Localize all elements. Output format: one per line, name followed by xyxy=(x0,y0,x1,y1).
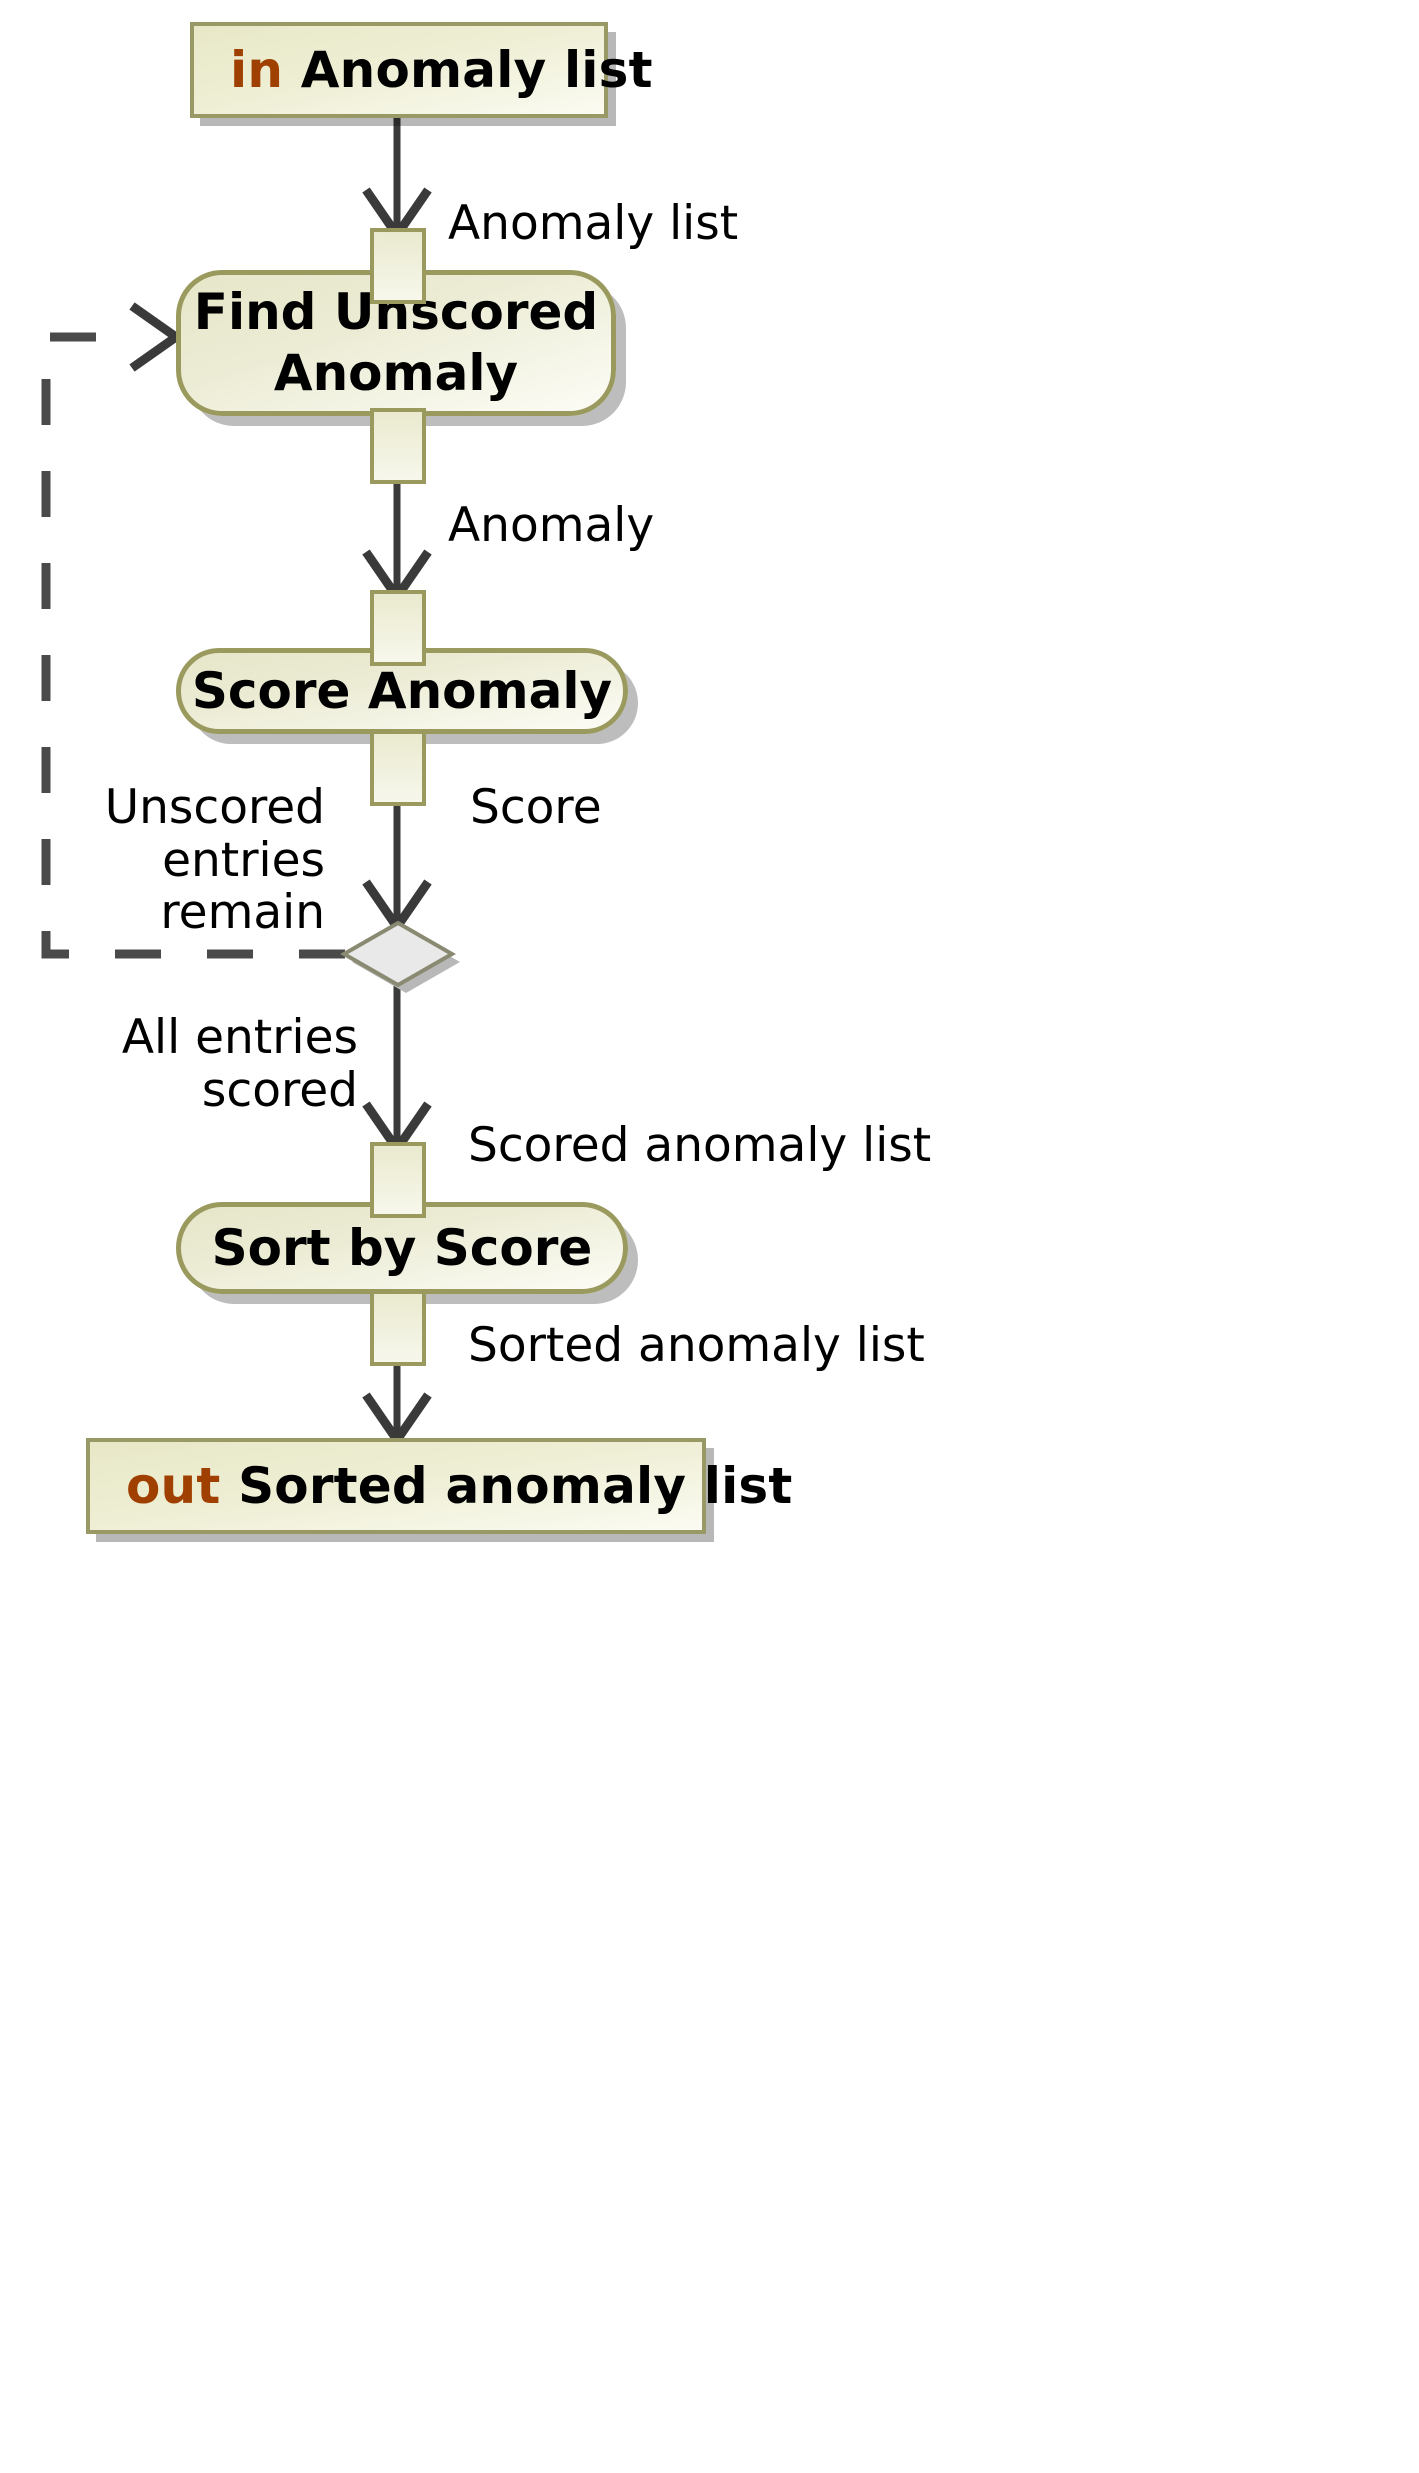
edge-label-sorted-anomaly-list: Sorted anomaly list xyxy=(468,1318,925,1373)
edge-label-scored-anomaly-list: Scored anomaly list xyxy=(468,1118,932,1173)
output-parameter-node[interactable]: out Sorted anomaly list xyxy=(86,1438,792,1534)
pin-find-unscored-in xyxy=(370,228,426,304)
pin-score-anomaly-in xyxy=(370,590,426,666)
output-keyword: out xyxy=(126,1457,221,1515)
edge-sorted-anomaly-list xyxy=(362,1360,432,1448)
edge-label-score: Score xyxy=(470,780,602,835)
edge-anomaly-list xyxy=(362,118,432,243)
edge-label-anomaly-list: Anomaly list xyxy=(448,196,739,251)
pin-sort-by-score-in xyxy=(370,1142,426,1218)
input-parameter-label: Anomaly list xyxy=(300,41,653,99)
decision-node[interactable] xyxy=(336,915,468,997)
activity-score-anomaly[interactable]: Score Anomaly xyxy=(176,648,628,734)
input-keyword: in xyxy=(230,41,284,99)
output-parameter-label: Sorted anomaly list xyxy=(238,1457,793,1515)
output-parameter-text: out Sorted anomaly list xyxy=(90,1457,793,1515)
input-parameter-node[interactable]: in Anomaly list xyxy=(190,22,653,118)
pin-score-anomaly-out xyxy=(370,730,426,806)
edge-label-all-entries-scored: All entries scored xyxy=(121,1010,358,1118)
activity-find-unscored-anomaly-label: Find Unscored Anomaly xyxy=(193,283,599,402)
edge-score xyxy=(362,800,432,935)
edge-all-entries-scored xyxy=(362,982,432,1157)
activity-sort-by-score[interactable]: Sort by Score xyxy=(176,1202,628,1294)
activity-sort-by-score-label: Sort by Score xyxy=(211,1218,593,1277)
input-parameter-text: in Anomaly list xyxy=(194,41,653,99)
edge-anomaly xyxy=(362,478,432,605)
edge-label-anomaly: Anomaly xyxy=(448,498,655,553)
pin-sort-by-score-out xyxy=(370,1290,426,1366)
activity-score-anomaly-label: Score Anomaly xyxy=(191,661,613,720)
edge-label-unscored-entries-remain: Unscored entries remain xyxy=(104,780,325,941)
pin-find-unscored-out xyxy=(370,408,426,484)
